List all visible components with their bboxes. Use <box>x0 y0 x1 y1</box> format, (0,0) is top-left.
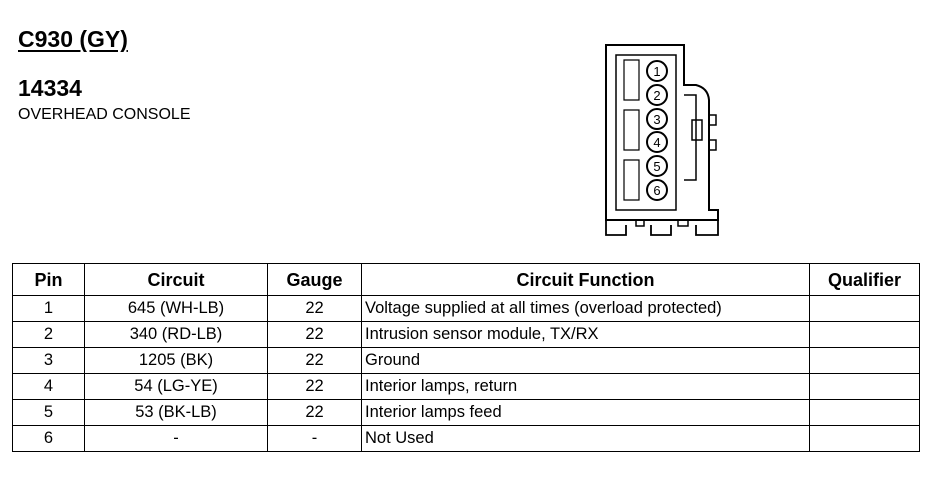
qualifier-cell <box>809 321 920 348</box>
pin-cell: 6 <box>12 425 85 452</box>
pin-4-circle <box>646 131 668 153</box>
pin-label-4: 4 <box>653 135 660 150</box>
pinout-table: Pin Circuit Gauge Circuit Function Quali… <box>12 263 920 452</box>
qualifier-cell <box>809 373 920 400</box>
pin-cell: 3 <box>12 347 85 374</box>
qualifier-cell <box>809 425 920 452</box>
function-cell: Interior lamps feed <box>361 399 810 426</box>
circuit-cell: 54 (LG-YE) <box>84 373 268 400</box>
qualifier-cell <box>809 399 920 426</box>
circuit-cell: - <box>84 425 268 452</box>
pin-label-5: 5 <box>653 159 660 174</box>
pin-1-circle <box>646 60 668 82</box>
pin-label-6: 6 <box>653 183 660 198</box>
gauge-cell: 22 <box>267 373 362 400</box>
connector-description: OVERHEAD CONSOLE <box>18 106 191 123</box>
table-row: 6 - - Not Used <box>12 425 920 452</box>
pin-cell: 1 <box>12 295 85 322</box>
header-circuit: Circuit <box>84 263 268 296</box>
pin-circles <box>646 60 668 201</box>
part-number: 14334 <box>18 75 82 101</box>
function-cell: Intrusion sensor module, TX/RX <box>361 321 810 348</box>
circuit-cell: 1205 (BK) <box>84 347 268 374</box>
table-row: 5 53 (BK-LB) 22 Interior lamps feed <box>12 399 920 426</box>
pin-2-circle <box>646 84 668 106</box>
gauge-cell: 22 <box>267 295 362 322</box>
table-header-row: Pin Circuit Gauge Circuit Function Quali… <box>12 263 920 296</box>
gauge-cell: 22 <box>267 321 362 348</box>
pin-5-circle <box>646 155 668 177</box>
table-row: 4 54 (LG-YE) 22 Interior lamps, return <box>12 373 920 400</box>
pin-cell: 4 <box>12 373 85 400</box>
connector-diagram: 1 2 3 4 5 6 <box>605 44 719 236</box>
qualifier-cell <box>809 347 920 374</box>
header-qualifier: Qualifier <box>809 263 920 296</box>
header-circuit-function: Circuit Function <box>361 263 810 296</box>
function-cell: Ground <box>361 347 810 374</box>
circuit-cell: 340 (RD-LB) <box>84 321 268 348</box>
gauge-cell: - <box>267 425 362 452</box>
gauge-cell: 22 <box>267 347 362 374</box>
header-gauge: Gauge <box>267 263 362 296</box>
pin-6-circle <box>646 179 668 201</box>
pin-3-circle <box>646 108 668 130</box>
function-cell: Voltage supplied at all times (overload … <box>361 295 810 322</box>
gauge-cell: 22 <box>267 399 362 426</box>
function-cell: Interior lamps, return <box>361 373 810 400</box>
pin-cell: 5 <box>12 399 85 426</box>
pin-cell: 2 <box>12 321 85 348</box>
table-row: 2 340 (RD-LB) 22 Intrusion sensor module… <box>12 321 920 348</box>
circuit-cell: 645 (WH-LB) <box>84 295 268 322</box>
circuit-cell: 53 (BK-LB) <box>84 399 268 426</box>
pin-label-3: 3 <box>653 112 660 127</box>
pin-label-1: 1 <box>653 64 660 79</box>
header-pin: Pin <box>12 263 85 296</box>
table-row: 1 645 (WH-LB) 22 Voltage supplied at all… <box>12 295 920 322</box>
table-row: 3 1205 (BK) 22 Ground <box>12 347 920 374</box>
connector-title: C930 (GY) <box>18 26 128 52</box>
qualifier-cell <box>809 295 920 322</box>
pin-label-2: 2 <box>653 88 660 103</box>
function-cell: Not Used <box>361 425 810 452</box>
